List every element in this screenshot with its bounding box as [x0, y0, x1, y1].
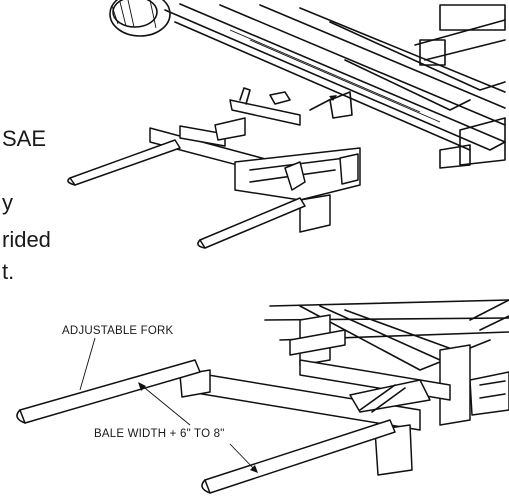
main-frame — [164, 3, 506, 169]
bale-width-leader-left — [139, 383, 191, 426]
text-fragment-y: y — [2, 190, 13, 215]
installed-frame — [264, 299, 509, 426]
top-illustration — [67, 0, 506, 249]
text-fragment-sae: SAE — [2, 126, 47, 151]
bale-width-leader-right — [229, 443, 256, 471]
bale-width-callout: BALE WIDTH + 6" TO 8" — [94, 428, 225, 440]
adjustable-fork-leader — [79, 337, 96, 391]
detached-fork-assembly — [67, 87, 361, 249]
installed-fork — [16, 359, 451, 494]
text-fragment-rided: rided — [2, 227, 51, 252]
adjustable-fork-callout: ADJUSTABLE FORK — [62, 325, 174, 337]
text-fragment-t: t. — [2, 259, 15, 284]
